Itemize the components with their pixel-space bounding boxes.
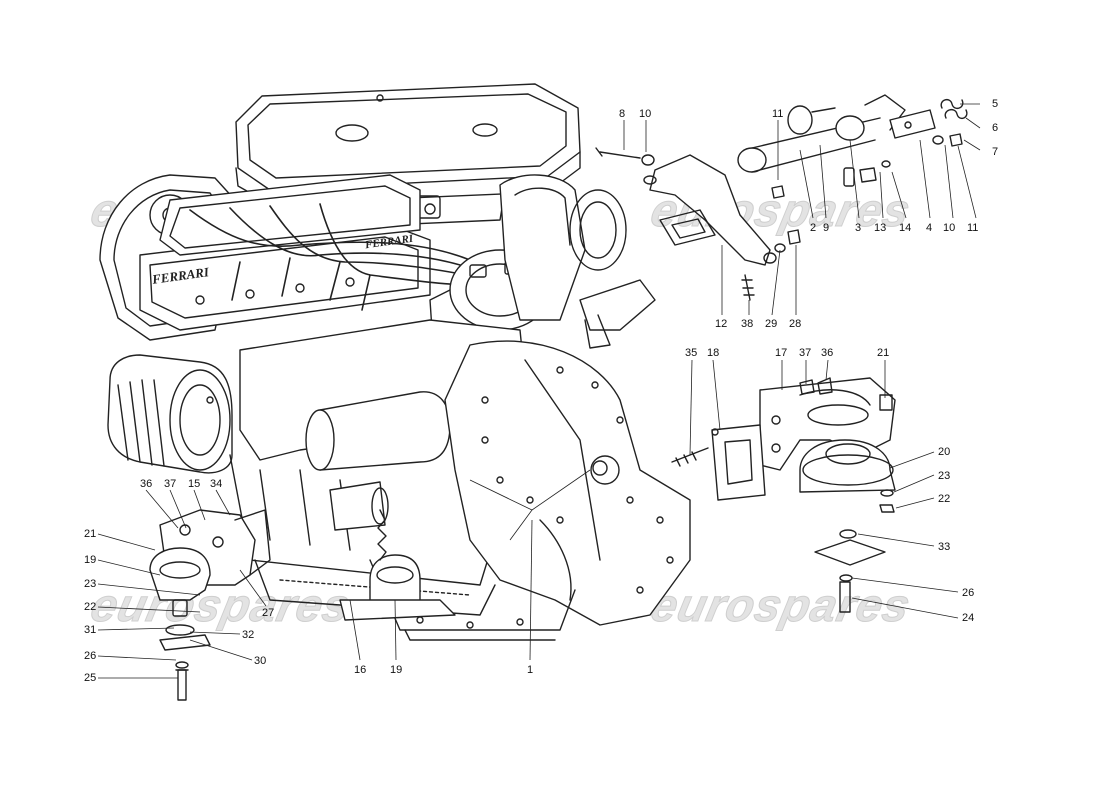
- callout-36-right: 36: [821, 347, 834, 359]
- callout-26-left: 26: [84, 650, 97, 662]
- callout-2: 2: [810, 222, 817, 234]
- gearbox: [444, 340, 691, 626]
- callout-1: 1: [527, 664, 534, 676]
- callout-15: 15: [188, 478, 201, 490]
- washer-nut-right: [814, 489, 895, 613]
- callout-9: 9: [823, 222, 830, 234]
- callout-16: 16: [354, 664, 367, 676]
- callout-27: 27: [262, 607, 275, 619]
- callout-23-right: 23: [938, 470, 951, 482]
- callout-11-top: 11: [772, 108, 784, 120]
- callout-10-top: 10: [639, 108, 652, 120]
- thermostat-housing: [569, 189, 656, 349]
- callout-22-left: 22: [84, 601, 97, 613]
- callout-30: 30: [254, 655, 267, 667]
- left-rubber-mount: [149, 547, 211, 701]
- alternator: [107, 354, 233, 474]
- starter-motor: [305, 391, 451, 531]
- callout-8: 8: [619, 108, 626, 120]
- callout-3: 3: [855, 222, 862, 234]
- callout-26-right: 26: [962, 587, 975, 599]
- air-filter-box: [235, 83, 581, 205]
- mount-spring: [377, 509, 387, 561]
- callout-14: 14: [899, 222, 912, 234]
- rubber-mount-20: [799, 439, 896, 493]
- callout-34: 34: [210, 478, 223, 490]
- callout-13: 13: [874, 222, 887, 234]
- callout-17: 17: [775, 347, 788, 359]
- callout-37-right: 37: [799, 347, 812, 359]
- studs-28-29-38: [741, 229, 801, 301]
- callout-31: 31: [84, 624, 97, 636]
- linkage-bracket: [643, 154, 777, 266]
- callout-23-left: 23: [84, 578, 97, 590]
- callout-10-right: 10: [943, 222, 956, 234]
- callout-24: 24: [962, 612, 975, 624]
- callout-37-left: 37: [164, 478, 177, 490]
- callout-29: 29: [765, 318, 778, 330]
- callout-6: 6: [992, 122, 999, 134]
- callout-35: 35: [685, 347, 698, 359]
- ignition-leads: [189, 203, 476, 311]
- callout-33: 33: [938, 541, 951, 553]
- callout-32: 32: [242, 629, 255, 641]
- sump-mount: [339, 554, 456, 621]
- callout-12: 12: [715, 318, 728, 330]
- callout-21-left: 21: [84, 528, 97, 540]
- callout-18: 18: [707, 347, 720, 359]
- callout-19-bottom: 19: [390, 664, 403, 676]
- washers-10-11: [771, 133, 963, 199]
- cylinder-heads: [139, 174, 431, 367]
- callout-25: 25: [84, 672, 97, 684]
- callout-28: 28: [789, 318, 802, 330]
- callout-20: 20: [938, 446, 951, 458]
- callout-22-right: 22: [938, 493, 951, 505]
- pins-13-3: [843, 167, 877, 187]
- callout-11-right: 11: [967, 222, 979, 234]
- right-gasket-plate: [711, 424, 766, 501]
- ignition-coil: [499, 174, 586, 321]
- bushing-arm: [737, 94, 936, 173]
- callout-38: 38: [741, 318, 754, 330]
- callout-21-right: 21: [877, 347, 890, 359]
- springs-5-6: [940, 98, 968, 120]
- bolt-8: [595, 147, 655, 166]
- callout-36-left: 36: [140, 478, 153, 490]
- callout-5: 5: [992, 98, 999, 110]
- callout-7: 7: [992, 146, 999, 158]
- callout-4: 4: [926, 222, 933, 234]
- callout-19-left: 19: [84, 554, 97, 566]
